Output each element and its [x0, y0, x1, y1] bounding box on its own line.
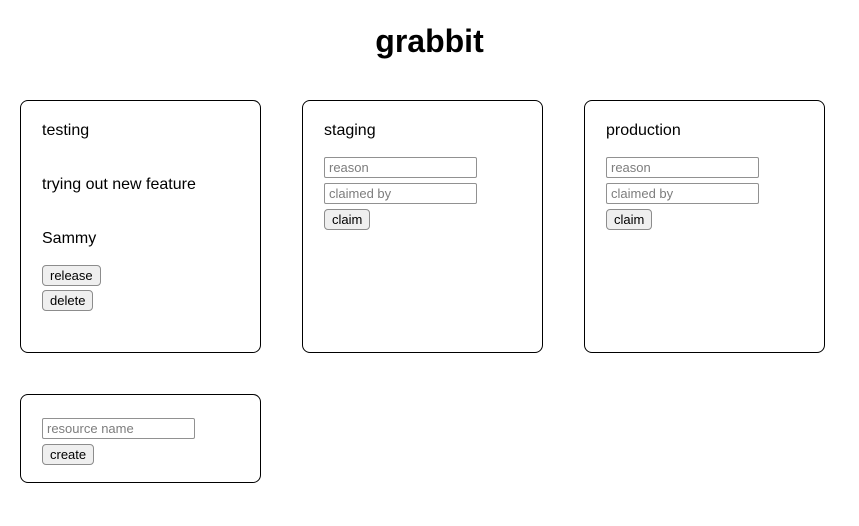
claimed-by-text: Sammy	[42, 230, 97, 247]
cards-container: testing trying out new feature Sammy rel…	[20, 100, 825, 483]
reason-input[interactable]	[606, 157, 759, 178]
resource-name: staging	[324, 122, 376, 139]
page-title: grabbit	[375, 23, 484, 59]
claim-reason-text: trying out new feature	[42, 176, 196, 193]
resource-card-staging: staging claim	[302, 100, 543, 353]
claim-button[interactable]: claim	[324, 209, 371, 230]
resource-card-testing: testing trying out new feature Sammy rel…	[20, 100, 261, 353]
resource-name: testing	[42, 122, 90, 139]
delete-button[interactable]: delete	[42, 290, 94, 311]
reason-input[interactable]	[324, 157, 477, 178]
release-button[interactable]: release	[42, 265, 101, 286]
resource-name: production	[606, 122, 681, 139]
resource-card-production: production claim	[584, 100, 825, 353]
claim-button[interactable]: claim	[606, 209, 653, 230]
create-resource-card: create	[20, 394, 261, 483]
resource-name-input[interactable]	[42, 418, 195, 439]
create-button[interactable]: create	[42, 444, 95, 465]
claimed-by-input[interactable]	[324, 183, 477, 204]
claimed-by-input[interactable]	[606, 183, 759, 204]
